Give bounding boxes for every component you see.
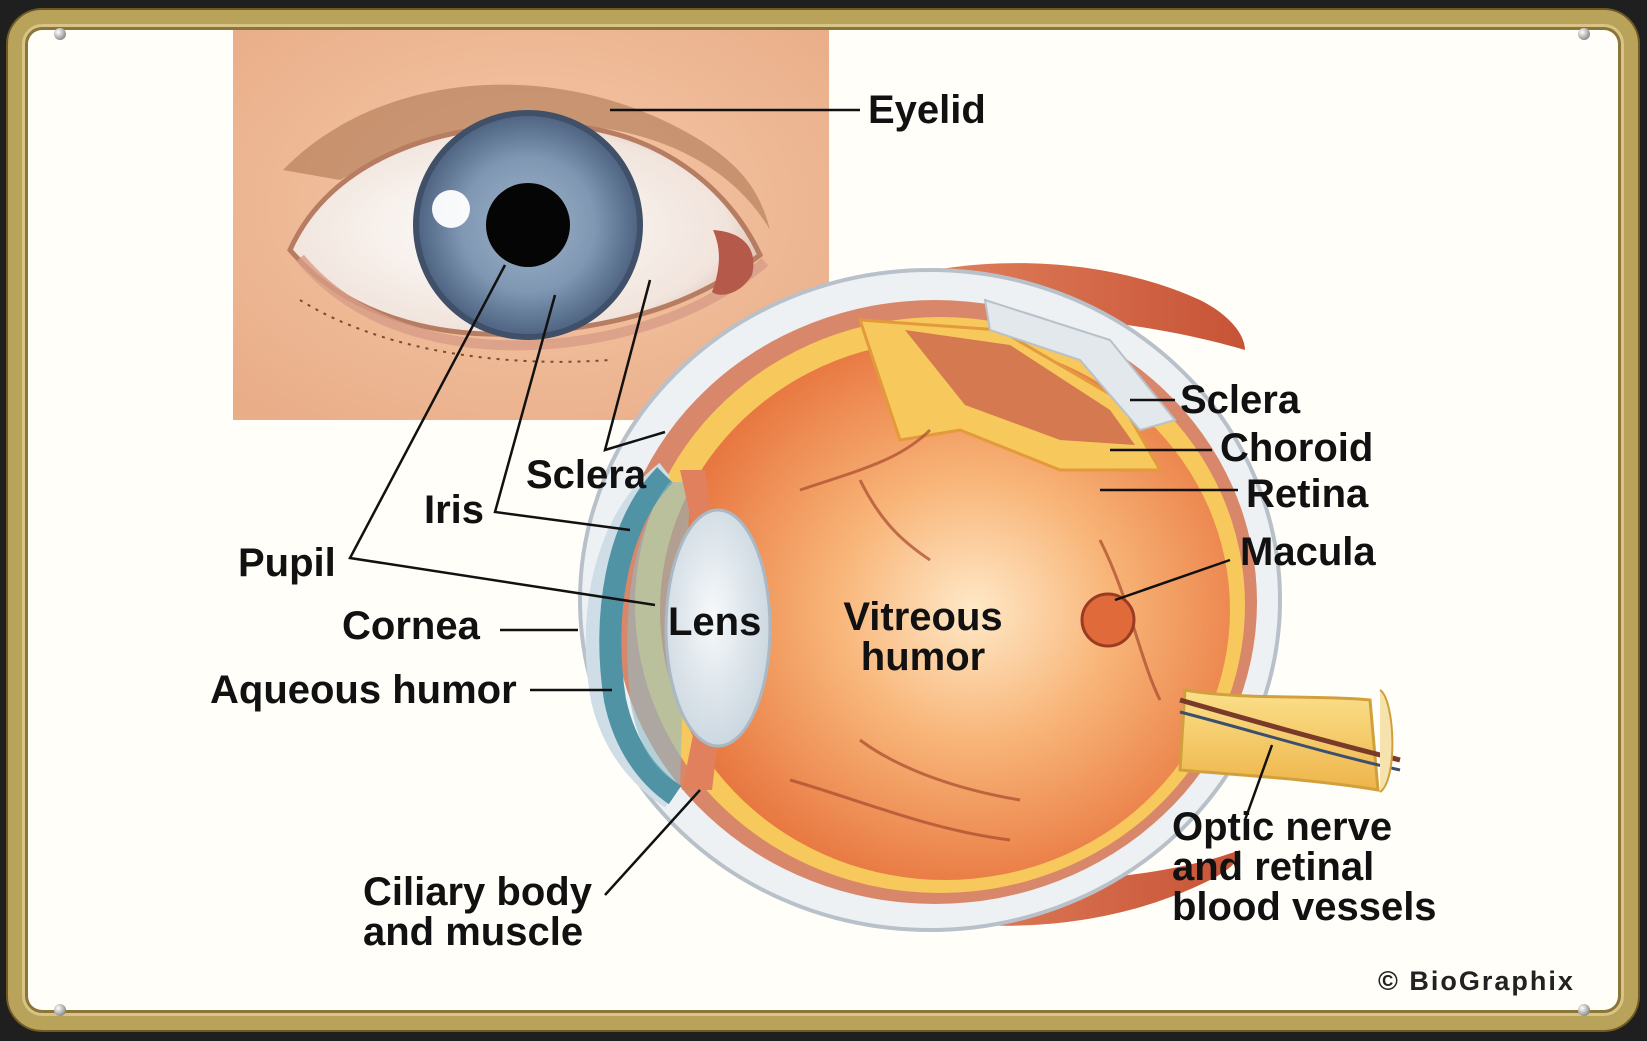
label-aqueous-humor: Aqueous humor [210,670,517,710]
label-macula: Macula [1240,532,1376,572]
label-retina: Retina [1246,474,1368,514]
label-eyelid: Eyelid [868,90,986,130]
label-cornea: Cornea [342,606,480,646]
biographix-credit: © BioGraphix [1378,966,1575,997]
label-optic-nerve: Optic nerve and retinal blood vessels [1172,807,1437,927]
label-iris: Iris [424,490,484,530]
label-vitreous-humor: Vitreous humor [838,597,1008,677]
label-ciliary-body: Ciliary body and muscle [363,872,592,952]
label-lens: Lens [668,602,761,642]
label-sclera-front: Sclera [526,455,646,495]
label-pupil: Pupil [238,543,336,583]
label-choroid: Choroid [1220,428,1373,468]
label-sclera: Sclera [1180,380,1300,420]
